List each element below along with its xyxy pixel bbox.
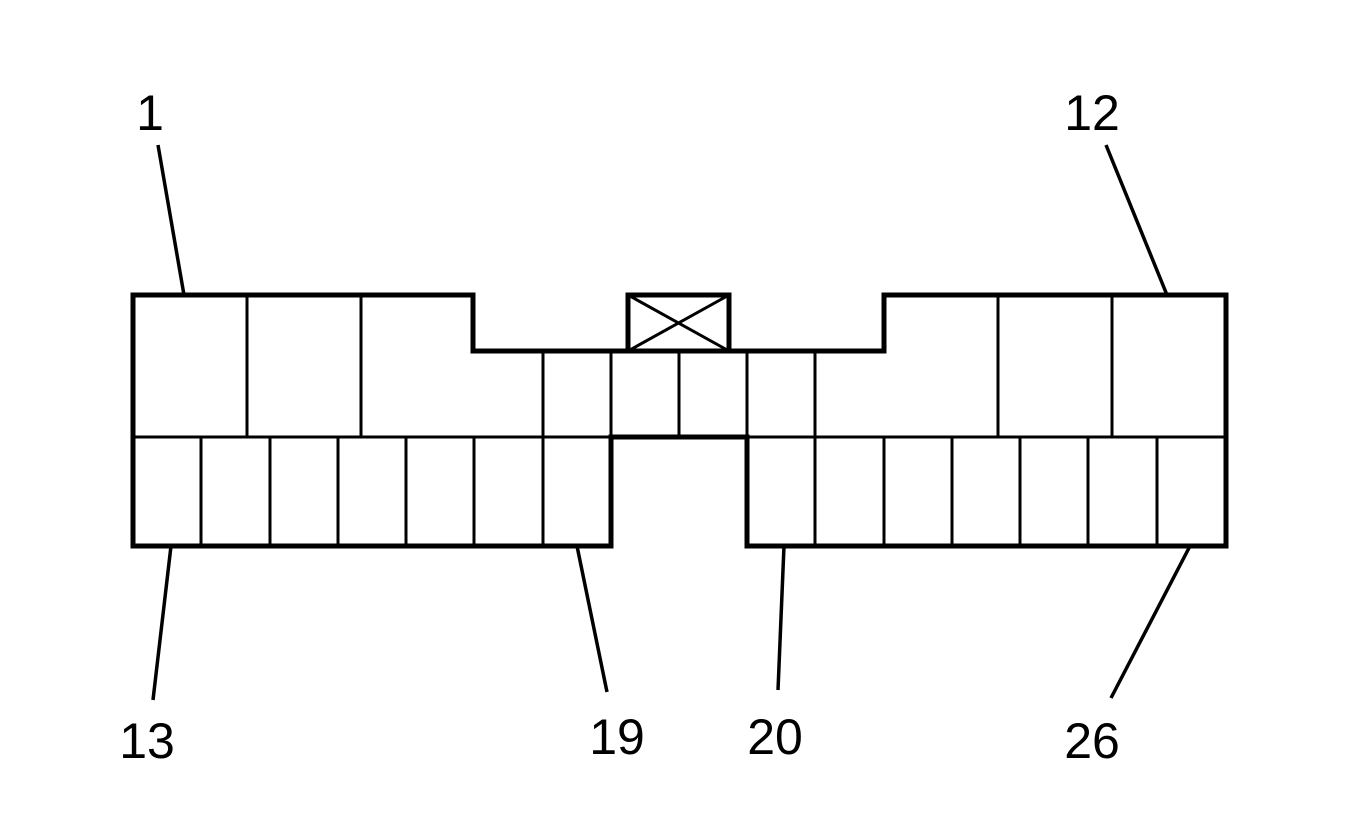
callout-label-pin-19: 19 [589,709,645,765]
leader-line-pin-20 [776,545,786,691]
lower-left-cavities [199,437,545,546]
x-box-icon [625,292,732,354]
connector-outline [130,292,1229,549]
upper-right-cavities [996,295,1114,437]
callout-label-pin-13: 13 [119,713,175,769]
leader-line-pin-19 [575,545,609,693]
leader-line-pin-13 [151,545,173,701]
leader-line-pin-26 [1109,545,1192,699]
leader-line-pin-1 [156,144,186,296]
upper-center-cavities [541,351,817,437]
callout-label-pin-1: 1 [136,85,164,141]
lower-right-cavities [813,437,1159,546]
leader-line-pin-12 [1104,144,1169,296]
callout-label-pin-12: 12 [1064,85,1120,141]
callout-label-pin-20: 20 [747,709,803,765]
upper-left-cavities [245,295,363,437]
callout-label-pin-26: 26 [1064,713,1120,769]
